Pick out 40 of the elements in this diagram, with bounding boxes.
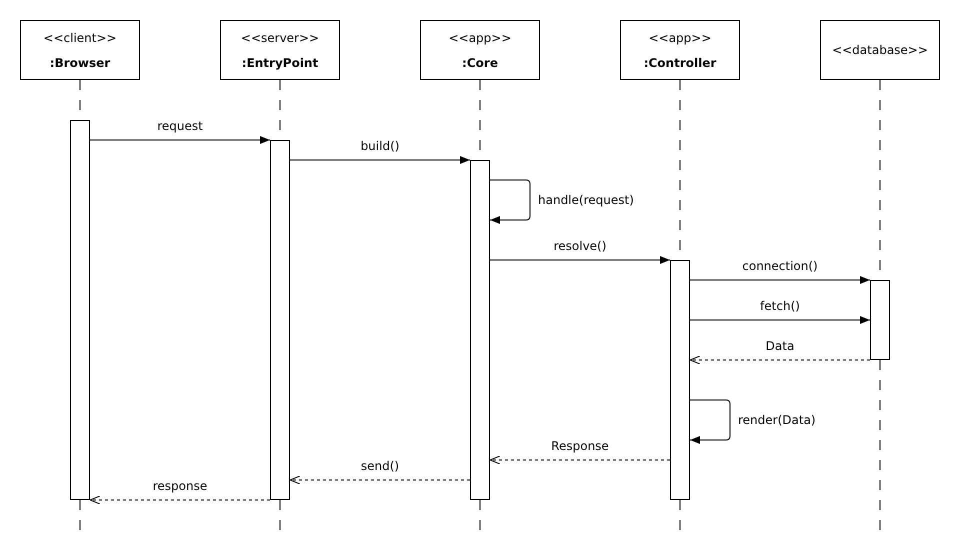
- message-arrow: [690, 276, 870, 284]
- return-message-arrow: [290, 476, 470, 484]
- message-arrow: [690, 316, 870, 324]
- message-label: send(): [358, 459, 402, 473]
- lifeline-header: [20, 20, 140, 80]
- activation-bar: [70, 120, 90, 500]
- stereotype-label: <<client>>: [43, 30, 117, 44]
- message-label: Data: [764, 339, 796, 353]
- message-label: connection(): [740, 259, 820, 273]
- lifeline-header: [420, 20, 540, 80]
- message-arrow: [690, 400, 730, 444]
- object-name: :EntryPoint: [242, 56, 318, 70]
- return-message-arrow: [690, 356, 870, 364]
- message-label: build(): [358, 139, 402, 153]
- message-label: resolve(): [552, 239, 608, 253]
- stereotype-label: <<app>>: [648, 30, 712, 44]
- object-name: :Browser: [50, 56, 110, 70]
- object-name: :Controller: [644, 56, 716, 70]
- message-label: fetch(): [758, 299, 802, 313]
- stereotype-label: <<database>>: [832, 43, 928, 57]
- activation-bar: [670, 260, 690, 500]
- return-message-arrow: [490, 456, 670, 464]
- return-message-arrow: [90, 496, 270, 504]
- lifeline-header: [620, 20, 740, 80]
- message-label: handle(request): [536, 193, 636, 207]
- stereotype-label: <<server>>: [240, 30, 320, 44]
- message-arrow: [490, 180, 530, 224]
- activation-bar: [870, 280, 890, 360]
- stereotype-label: <<app>>: [448, 30, 512, 44]
- lifeline-header: [220, 20, 340, 80]
- message-arrow: [90, 136, 270, 144]
- message-label: render(Data): [736, 413, 818, 427]
- message-arrow: [290, 156, 470, 164]
- lifeline-header: [820, 20, 940, 80]
- object-name: :Core: [462, 56, 498, 70]
- message-label: Response: [549, 439, 611, 453]
- message-label: request: [155, 119, 205, 133]
- activation-bar: [270, 140, 290, 500]
- activation-bar: [470, 160, 490, 500]
- message-arrow: [490, 256, 670, 264]
